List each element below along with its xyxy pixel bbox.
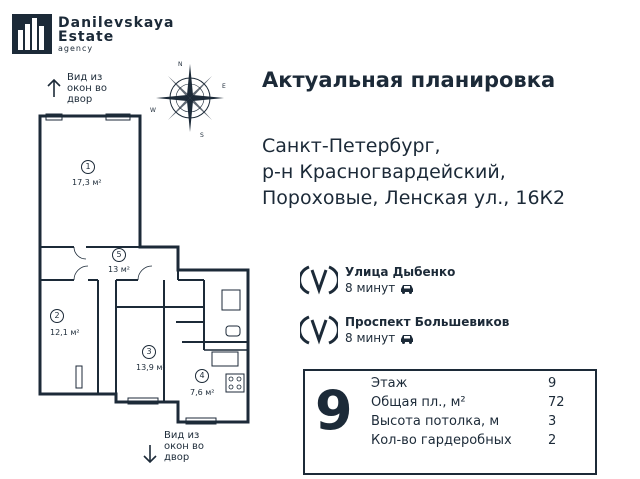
floor-number: 9 <box>315 379 353 442</box>
metro-logo-icon <box>300 315 338 345</box>
info-row: Кол-во гардеробных 2 <box>371 433 595 452</box>
room-area-3: 13,9 м² <box>136 363 166 372</box>
company-logo: Danilevskaya Estate agency <box>12 14 175 54</box>
view-label-top: Вид из окон во двор <box>67 72 108 105</box>
compass-west: W <box>150 107 156 114</box>
view-label-bottom: Вид из окон во двор <box>164 430 205 463</box>
address-block: Санкт-Петербург, р-н Красногвардейский, … <box>262 133 565 211</box>
info-label-area: Общая пл., м² <box>371 395 466 410</box>
info-label-wardrobes: Кол-во гардеробных <box>371 433 512 448</box>
room-area-2: 12,1 м² <box>50 328 80 337</box>
compass-rose-icon: N E S W <box>150 61 226 138</box>
room-area-4: 7,6 м² <box>190 388 215 397</box>
info-table: Этаж 9 Общая пл., м² 72 Высота потолка, … <box>371 376 595 452</box>
room-area-5: 13 м² <box>108 265 130 274</box>
info-label-floor: Этаж <box>371 376 408 391</box>
metro-time-2: 8 минут <box>345 330 509 346</box>
info-value-wardrobes: 2 <box>548 433 557 448</box>
car-icon <box>401 334 414 344</box>
building-logo-icon <box>12 14 52 54</box>
info-value-ceiling: 3 <box>548 414 557 429</box>
info-label-ceiling: Высота потолка, м <box>371 414 500 429</box>
floor-plan: 1 17,3 м² 5 13 м² 2 12,1 м² 3 13,9 м² 4 … <box>36 112 258 430</box>
compass-east: E <box>222 83 226 90</box>
page-title: Актуальная планировка <box>262 68 556 92</box>
metro-station-2: Проспект Большевиков 8 минут <box>300 314 509 346</box>
logo-name-line1: Danilevskaya <box>58 14 175 31</box>
info-value-area: 72 <box>548 395 565 410</box>
info-value-floor: 9 <box>548 376 557 391</box>
metro-station-1: Улица Дыбенко 8 минут <box>300 264 455 296</box>
address-city: Санкт-Петербург, <box>262 135 441 157</box>
metro-name-1: Улица Дыбенко <box>345 265 456 279</box>
room-number-1: 1 <box>81 160 95 174</box>
logo-name-line2: Estate <box>58 28 115 45</box>
metro-name-2: Проспект Большевиков <box>345 315 510 329</box>
metro-logo-icon <box>300 265 338 295</box>
address-district: р-н Красногвардейский, <box>262 161 506 183</box>
room-number-3: 3 <box>142 345 156 359</box>
info-row: Высота потолка, м 3 <box>371 414 595 433</box>
arrow-down-icon <box>143 445 157 464</box>
metro-time-1: 8 минут <box>345 280 455 296</box>
room-number-5: 5 <box>112 248 126 262</box>
room-number-2: 2 <box>50 309 64 323</box>
floor-plan-drawing <box>38 113 250 425</box>
car-icon <box>401 284 414 294</box>
info-row: Общая пл., м² 72 <box>371 395 595 414</box>
address-street: Пороховые, Ленская ул., 16К2 <box>262 187 566 209</box>
compass-south: S <box>200 132 204 138</box>
compass-north: N <box>178 61 183 68</box>
apartment-info-box: 9 Этаж 9 Общая пл., м² 72 Высота потолка… <box>303 369 597 475</box>
room-number-4: 4 <box>195 369 209 383</box>
arrow-up-icon <box>47 78 61 97</box>
room-area-1: 17,3 м² <box>72 178 102 187</box>
logo-tagline: agency <box>58 43 94 53</box>
info-row: Этаж 9 <box>371 376 595 395</box>
